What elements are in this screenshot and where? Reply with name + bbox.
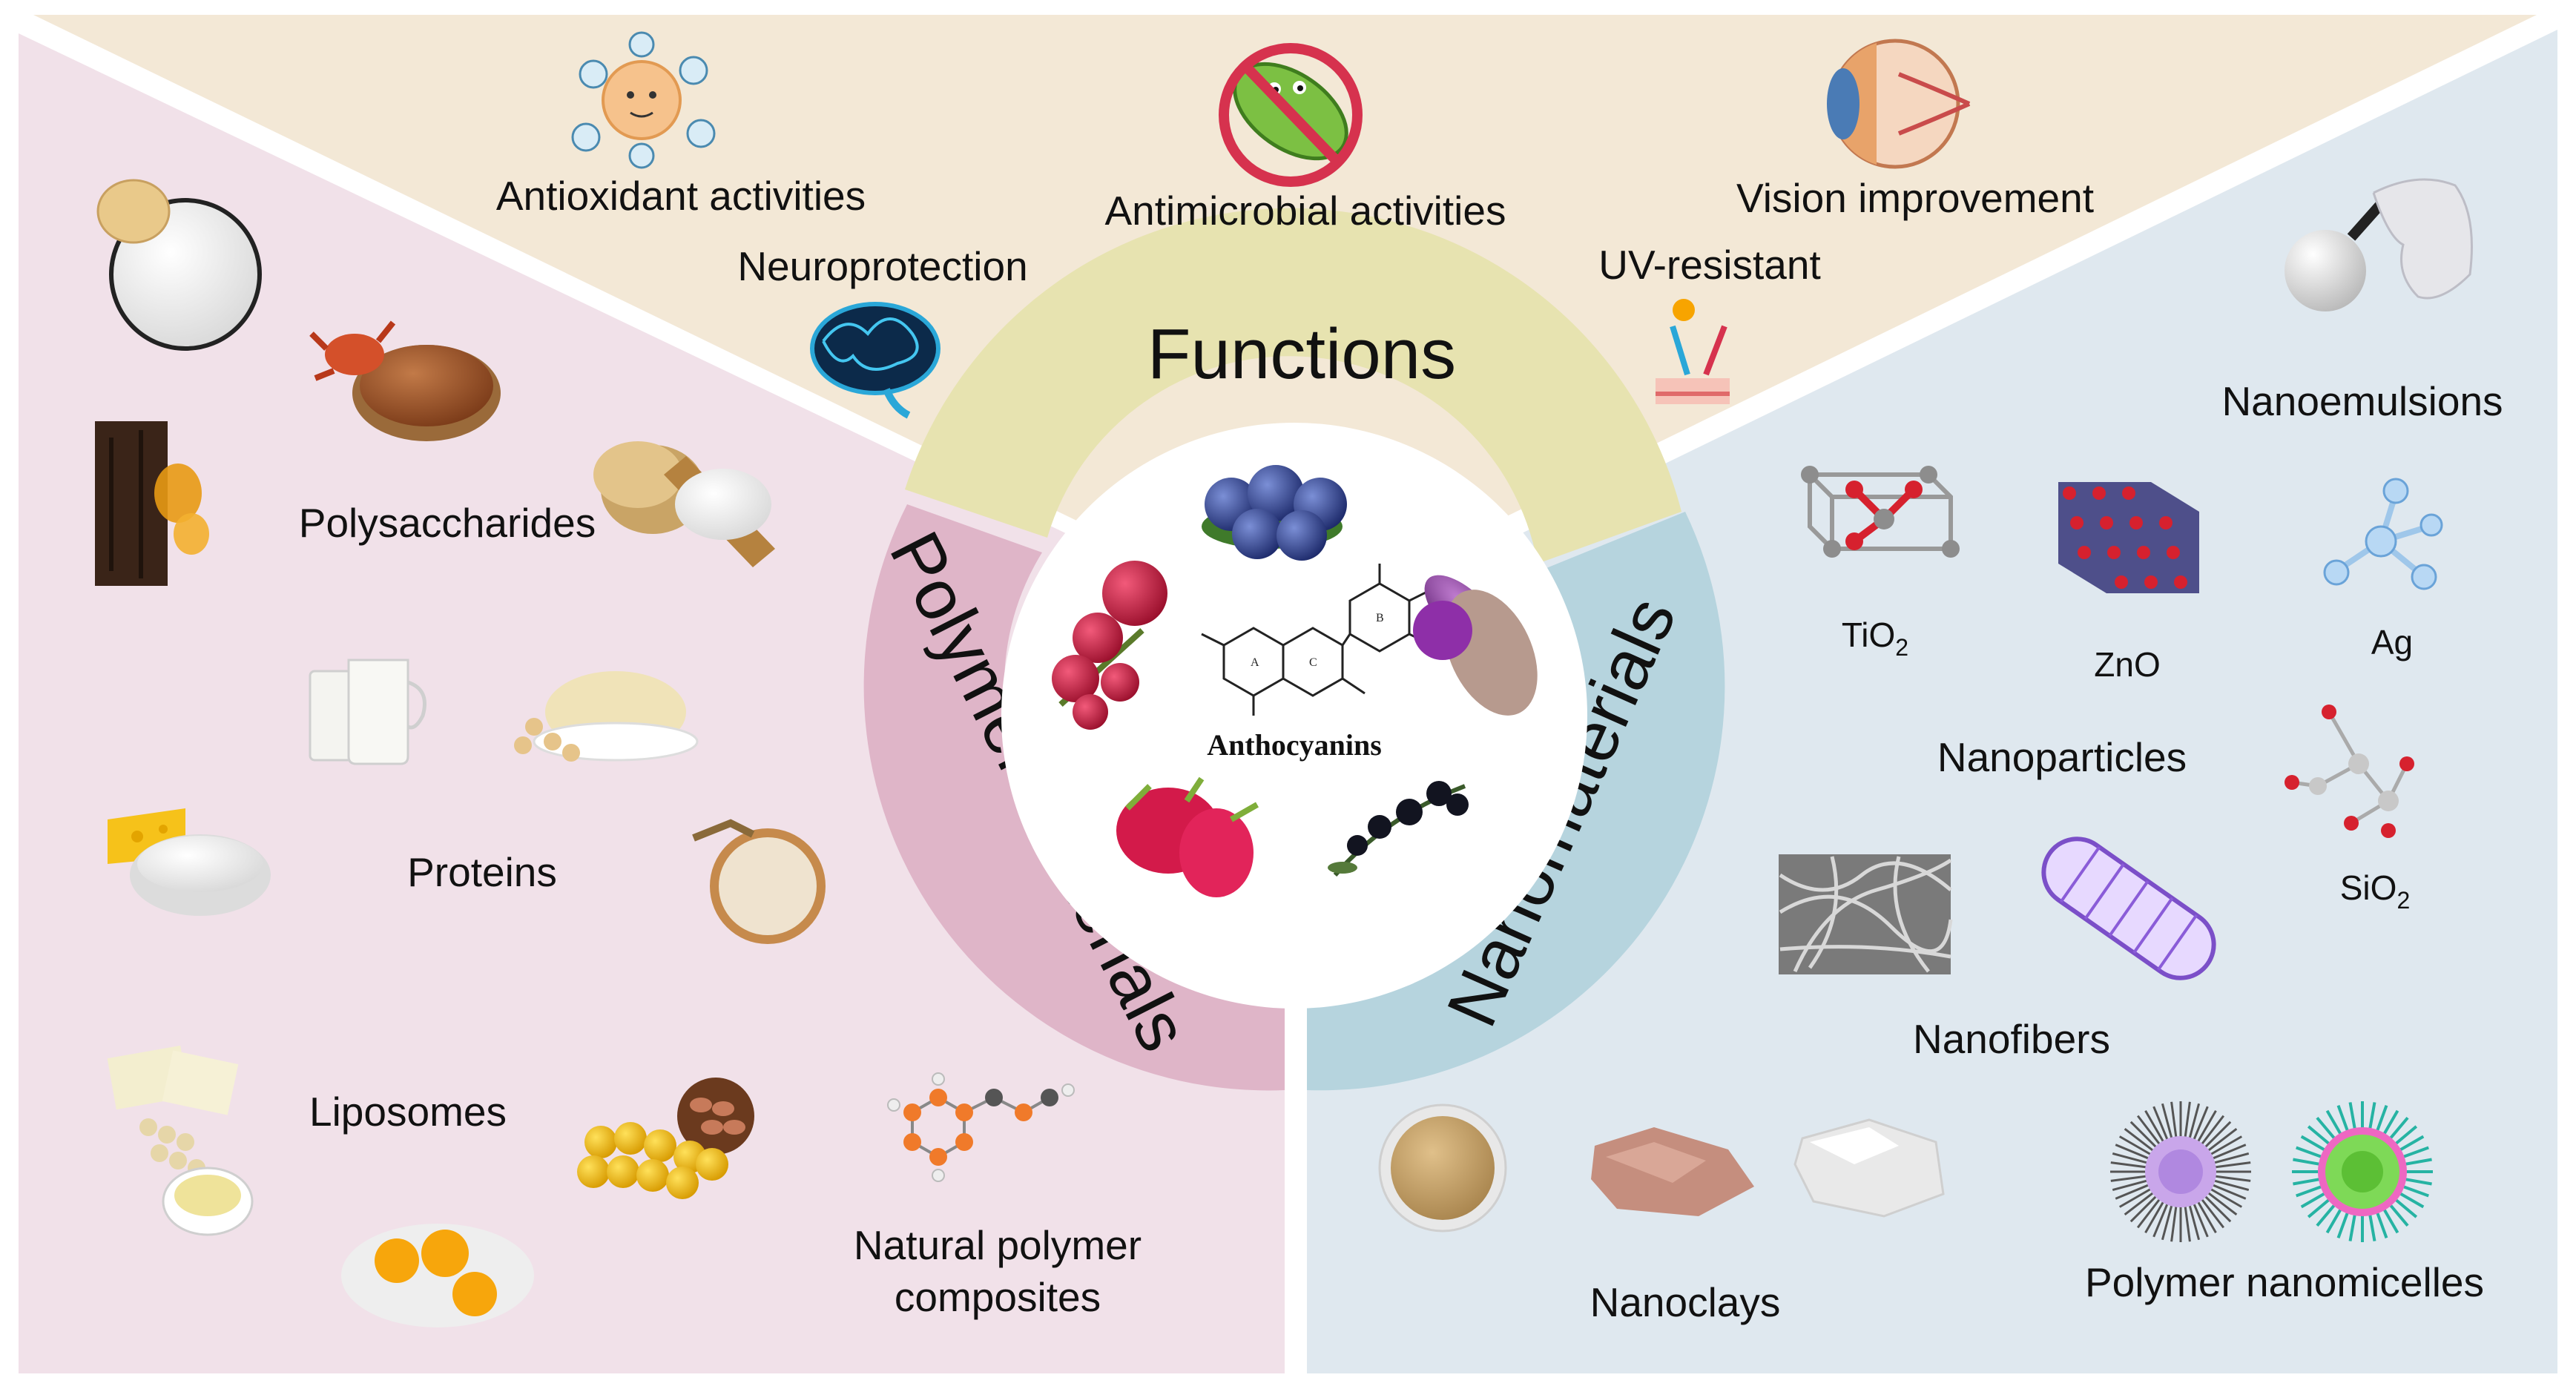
uv-resistant-label: UV-resistant: [1598, 242, 1821, 288]
svg-text:B: B: [1376, 612, 1384, 624]
natural-polymer-label-line1: Natural polymer: [854, 1222, 1142, 1268]
kaolin-image: [1793, 1118, 1945, 1218]
purple-sweet-potato-image: [1413, 575, 1538, 716]
nanofiber-sem-image: [1779, 854, 1953, 974]
nanoclay-powder-image: [1378, 1103, 1507, 1233]
legume-image: [577, 1078, 754, 1199]
black-goji-image: [1328, 781, 1469, 877]
lecithin-image: [107, 1045, 254, 1236]
antimicrobial-icon: [1219, 43, 1363, 187]
proteins-label: Proteins: [407, 849, 557, 895]
nanomaterials-section: Nanoemulsions TiO2 ZnO Ag Nan: [1378, 178, 2503, 1325]
tree-gum-image: [95, 421, 209, 586]
functions-ring-segment: [905, 208, 1681, 564]
zno-label: ZnO: [2094, 645, 2160, 684]
nanoclays-label: Nanoclays: [1590, 1279, 1781, 1325]
polysaccharides-label: Polysaccharides: [299, 500, 596, 546]
micelle-green-icon: [2292, 1101, 2433, 1242]
natural-polymer-label-line2: composites: [895, 1274, 1101, 1320]
chitosan-crab-image: [309, 320, 501, 441]
polysaccharide-powder-image: [96, 179, 262, 351]
polymer-section: Polysaccharides Proteins: [95, 179, 1142, 1327]
tio2-label-base: TiO: [1842, 616, 1895, 654]
functions-ring-label: Functions: [1147, 314, 1456, 394]
uv-shield-icon: [1656, 299, 1730, 404]
antioxidant-icon: [571, 31, 716, 169]
nanomaterials-sector-bg: [1307, 30, 2557, 1373]
montmorillonite-image: [1591, 1127, 1754, 1216]
grain-starch-image: [593, 441, 775, 567]
ag-label: Ag: [2371, 623, 2413, 661]
cheese-protein-image: [108, 808, 271, 916]
tio2-label: TiO2: [1842, 616, 1908, 661]
svg-text:A: A: [1251, 656, 1259, 669]
antimicrobial-label: Antimicrobial activities: [1104, 188, 1506, 234]
roselle-flower-image: [1052, 561, 1167, 730]
sio2-label-subscript: 2: [2397, 887, 2410, 914]
ag-molecule-icon: [2323, 478, 2443, 590]
zno-crystal-icon: [2058, 482, 2199, 593]
wheat-protein-image: [692, 819, 826, 944]
egg-yolk-image: [341, 1224, 534, 1327]
tio2-label-subscript: 2: [1895, 634, 1908, 661]
sio2-molecule-icon: [2285, 705, 2414, 838]
sio2-label: SiO2: [2340, 868, 2410, 914]
milk-image: [309, 659, 426, 765]
dragon-fruit-image: [1116, 776, 1259, 897]
sio2-label-base: SiO: [2340, 868, 2397, 907]
tio2-crystal-icon: [1801, 466, 1960, 558]
micelle-purple-icon: [2110, 1101, 2251, 1242]
soy-protein-image: [514, 671, 699, 762]
eye-icon: [1827, 39, 1971, 169]
nanoemulsions-label: Nanoemulsions: [2221, 378, 2503, 424]
nanotube-icon: [2041, 837, 2216, 980]
vision-label: Vision improvement: [1736, 175, 2094, 221]
nanoemulsion-image: [2285, 178, 2473, 311]
composite-molecule-icon: [887, 1072, 1075, 1182]
blueberry-image: [1202, 465, 1347, 561]
neuroprotection-label: Neuroprotection: [737, 243, 1027, 289]
nanofibers-label: Nanofibers: [1913, 1016, 2110, 1062]
antioxidant-label: Antioxidant activities: [496, 173, 866, 219]
brain-icon: [810, 302, 941, 419]
anthocyanins-label: Anthocyanins: [1207, 728, 1382, 762]
micelles-label: Polymer nanomicelles: [2085, 1259, 2484, 1305]
nanoparticles-label: Nanoparticles: [1937, 734, 2187, 780]
center-hub: A C B Anthocyanins: [1001, 423, 1587, 1009]
functions-section: Antioxidant activities Antimicrobial act…: [496, 31, 2094, 419]
svg-text:C: C: [1309, 656, 1317, 669]
liposomes-label: Liposomes: [309, 1089, 507, 1135]
